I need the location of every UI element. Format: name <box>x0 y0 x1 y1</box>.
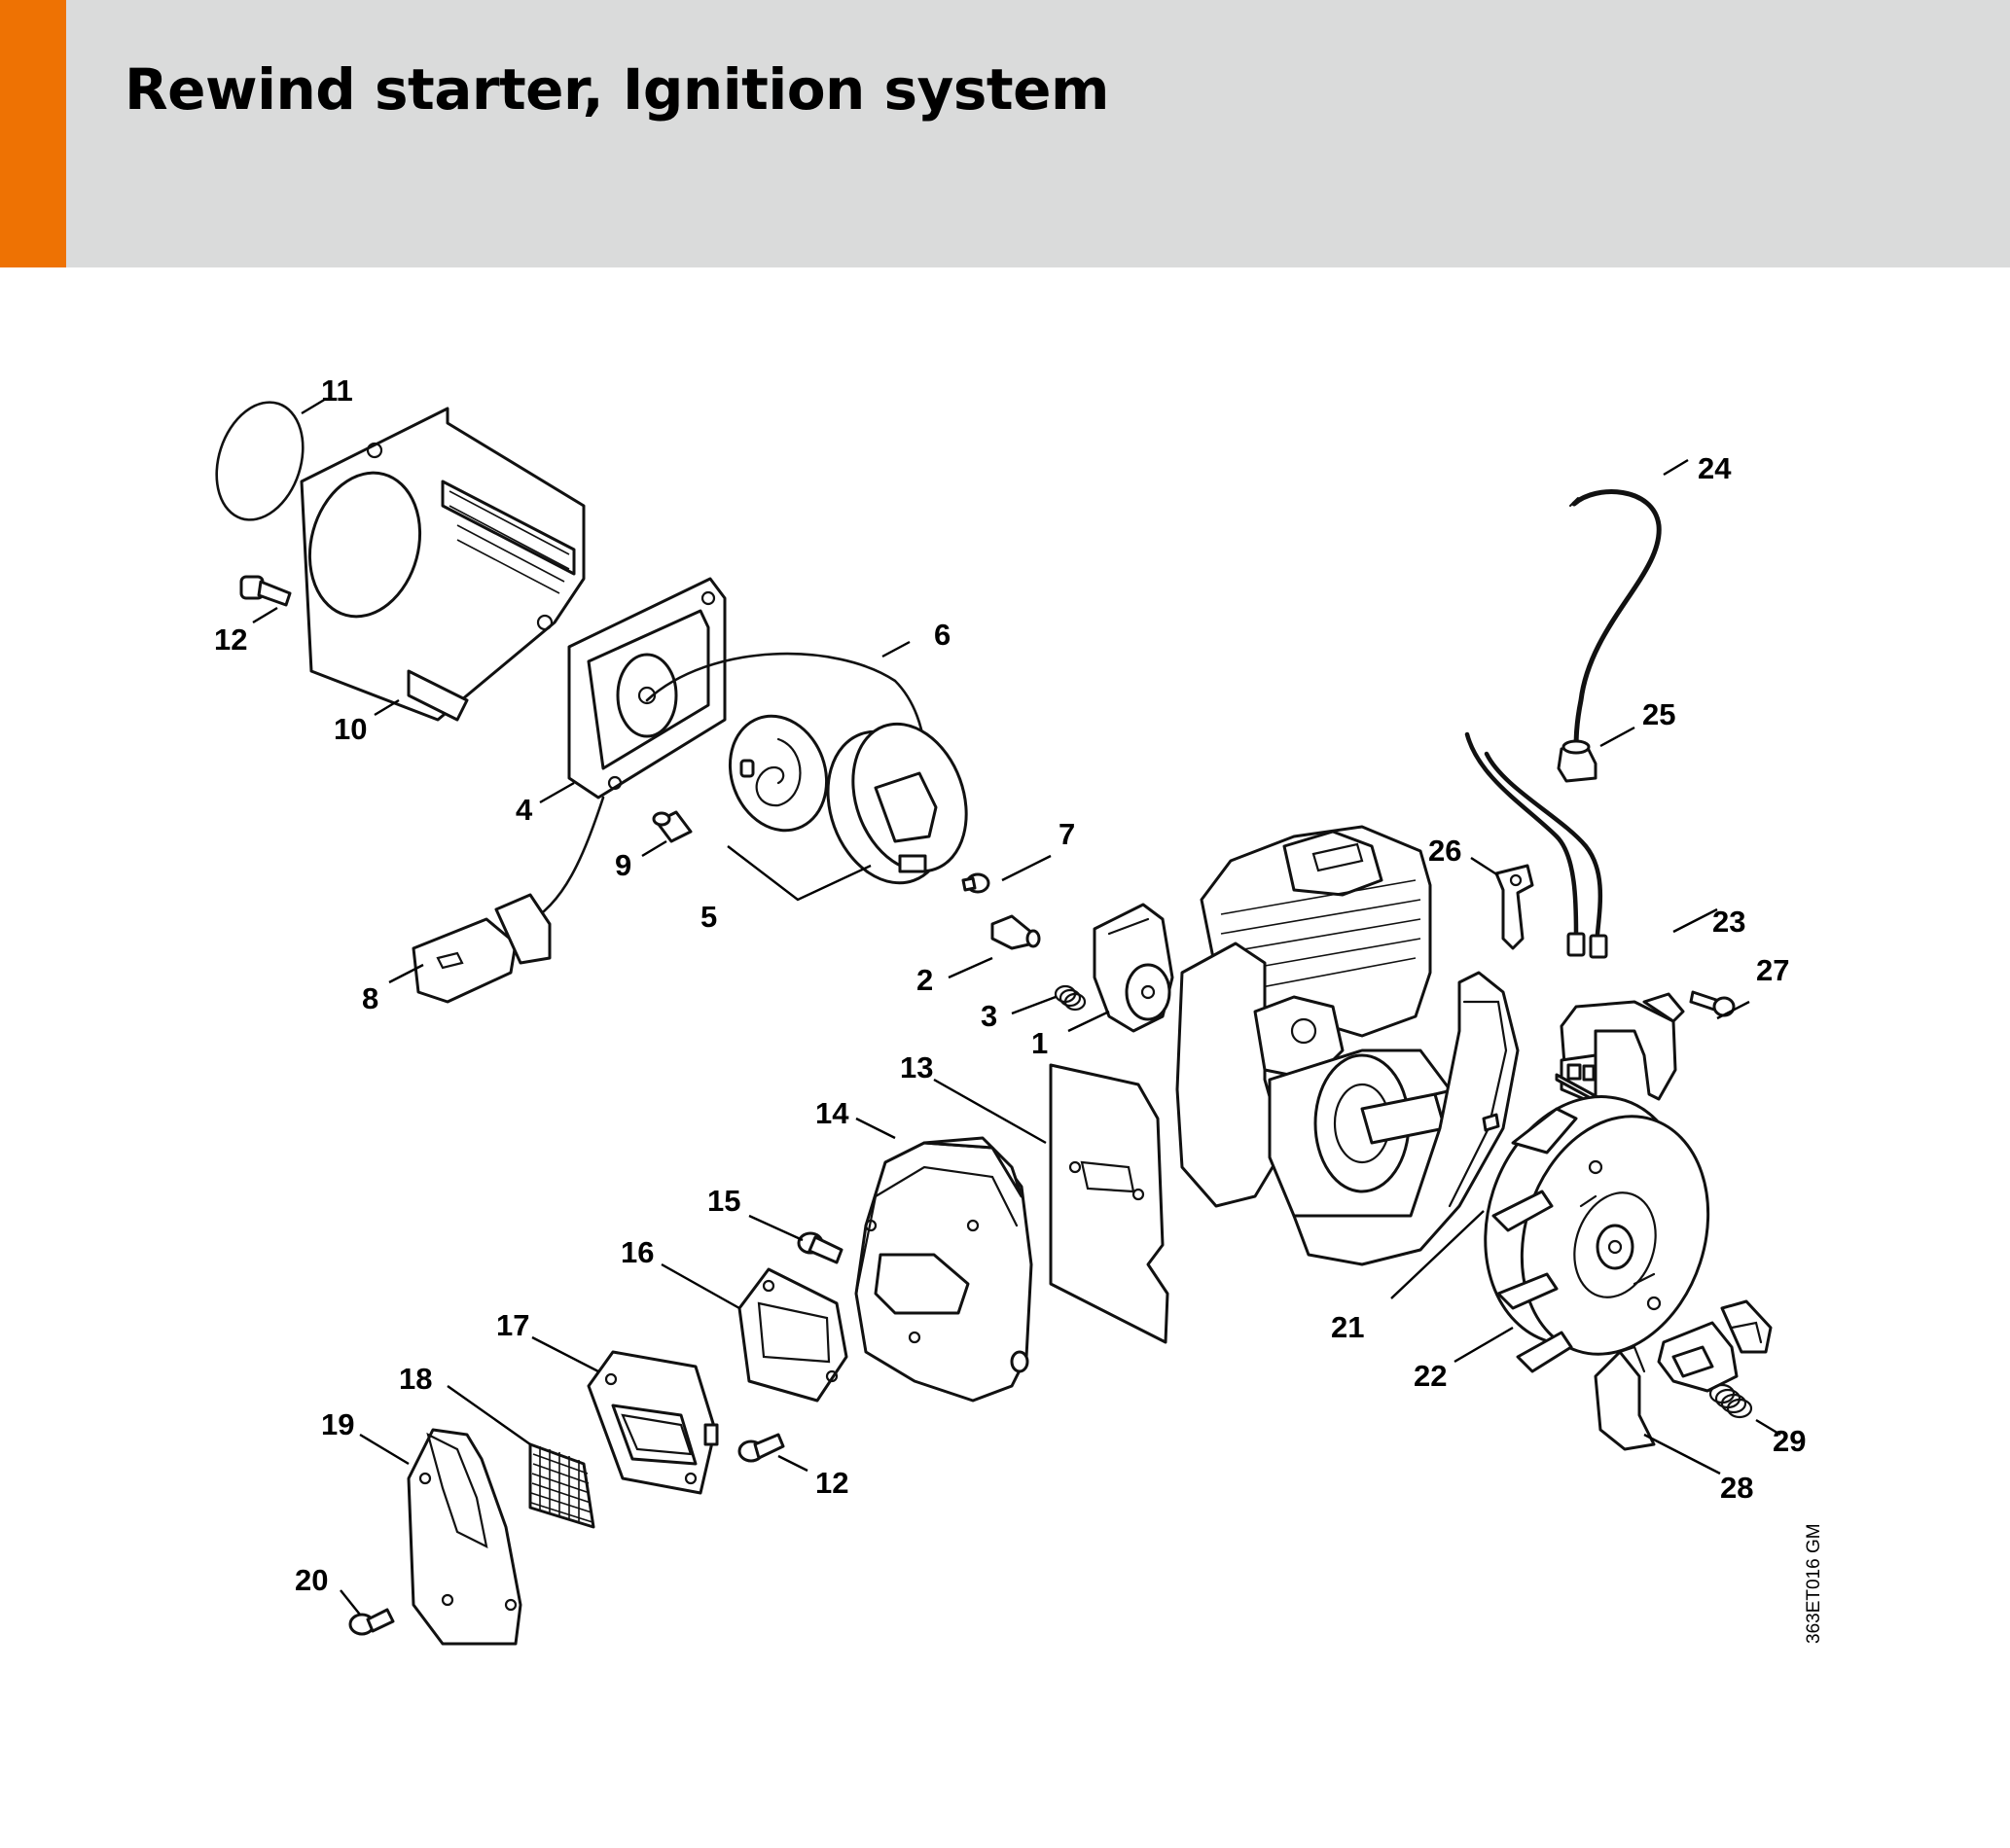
page-title: Rewind starter, Ignition system <box>125 56 1109 123</box>
callout-17: 17 <box>496 1308 529 1342</box>
callout-28: 28 <box>1720 1471 1753 1505</box>
part-12-screw-upper <box>239 575 292 607</box>
part-10-fan-housing <box>300 407 586 722</box>
callout-19: 19 <box>321 1407 354 1441</box>
callout-22: 22 <box>1414 1359 1447 1393</box>
part-1-pulley <box>1093 903 1174 1033</box>
part-18-spark-arrestor-screen <box>528 1442 595 1529</box>
callout-9: 9 <box>615 848 631 882</box>
callout-5: 5 <box>700 900 717 934</box>
part-2-pawl <box>990 914 1041 950</box>
part-23-ignition-module <box>1555 992 1685 1111</box>
part-17-flange <box>587 1350 719 1495</box>
callout-4: 4 <box>516 793 533 827</box>
callout-26: 26 <box>1428 834 1461 868</box>
part-5-bracket <box>727 845 872 902</box>
callout-14: 14 <box>815 1096 849 1130</box>
part-5-rope-rotor <box>826 722 968 885</box>
part-5-rewind-spring <box>728 714 829 833</box>
callout-7: 7 <box>1059 817 1075 851</box>
callout-27: 27 <box>1756 953 1789 987</box>
part-24-lead-end <box>1569 497 1579 507</box>
part-9-sleeve <box>652 810 693 843</box>
callout-12-upper: 12 <box>214 622 247 657</box>
callout-8: 8 <box>362 981 378 1015</box>
part-20-screw <box>348 1608 395 1636</box>
drawing-code: 363ET016 GM <box>1804 1523 1824 1644</box>
callout-23: 23 <box>1712 905 1745 939</box>
callout-18: 18 <box>399 1362 432 1396</box>
part-26-short-circuit-wire <box>1494 864 1534 950</box>
part-16-gasket <box>737 1267 848 1403</box>
callout-11: 11 <box>321 373 353 408</box>
callout-20: 20 <box>295 1563 328 1597</box>
part-19-cover <box>407 1428 522 1646</box>
callout-3: 3 <box>981 999 997 1033</box>
callout-13: 13 <box>900 1050 933 1084</box>
callout-10: 10 <box>334 712 367 746</box>
part-21-key <box>1482 1113 1500 1132</box>
callout-25: 25 <box>1642 697 1675 731</box>
part-15-screw <box>797 1231 843 1264</box>
orange-accent-bar <box>0 0 66 267</box>
leader-lines <box>252 397 1781 1616</box>
part-7-screw <box>961 872 990 894</box>
part-4-starter-housing <box>567 577 727 800</box>
callout-16: 16 <box>621 1235 654 1269</box>
callout-6: 6 <box>934 618 951 652</box>
page-header: Rewind starter, Ignition system <box>0 0 2010 267</box>
part-24-ignition-lead <box>1571 489 1662 757</box>
part-14-muffler <box>854 1136 1033 1403</box>
part-13-gasket <box>1049 1063 1169 1344</box>
callout-21: 21 <box>1331 1310 1364 1344</box>
callout-15: 15 <box>707 1184 740 1218</box>
clutch-carrier <box>1657 1299 1773 1393</box>
callout-12-lower: 12 <box>815 1466 848 1500</box>
part-12-screw-lower <box>737 1433 785 1463</box>
part-29-spring <box>1708 1383 1753 1419</box>
part-11-o-ring <box>215 401 305 521</box>
part-22-flywheel <box>1484 1095 1710 1373</box>
callout-29: 29 <box>1773 1424 1806 1458</box>
callout-1: 1 <box>1031 1026 1048 1060</box>
engine-cylinder-crankcase <box>1175 825 1520 1266</box>
part-28-shoe <box>1594 1345 1656 1451</box>
callout-2: 2 <box>916 963 933 997</box>
ignition-wires <box>1464 731 1608 959</box>
part-25-spark-plug-boot <box>1557 739 1597 783</box>
part-8-starter-grip <box>412 893 552 1004</box>
part-3-spring <box>1054 984 1087 1012</box>
callout-24: 24 <box>1698 451 1732 485</box>
